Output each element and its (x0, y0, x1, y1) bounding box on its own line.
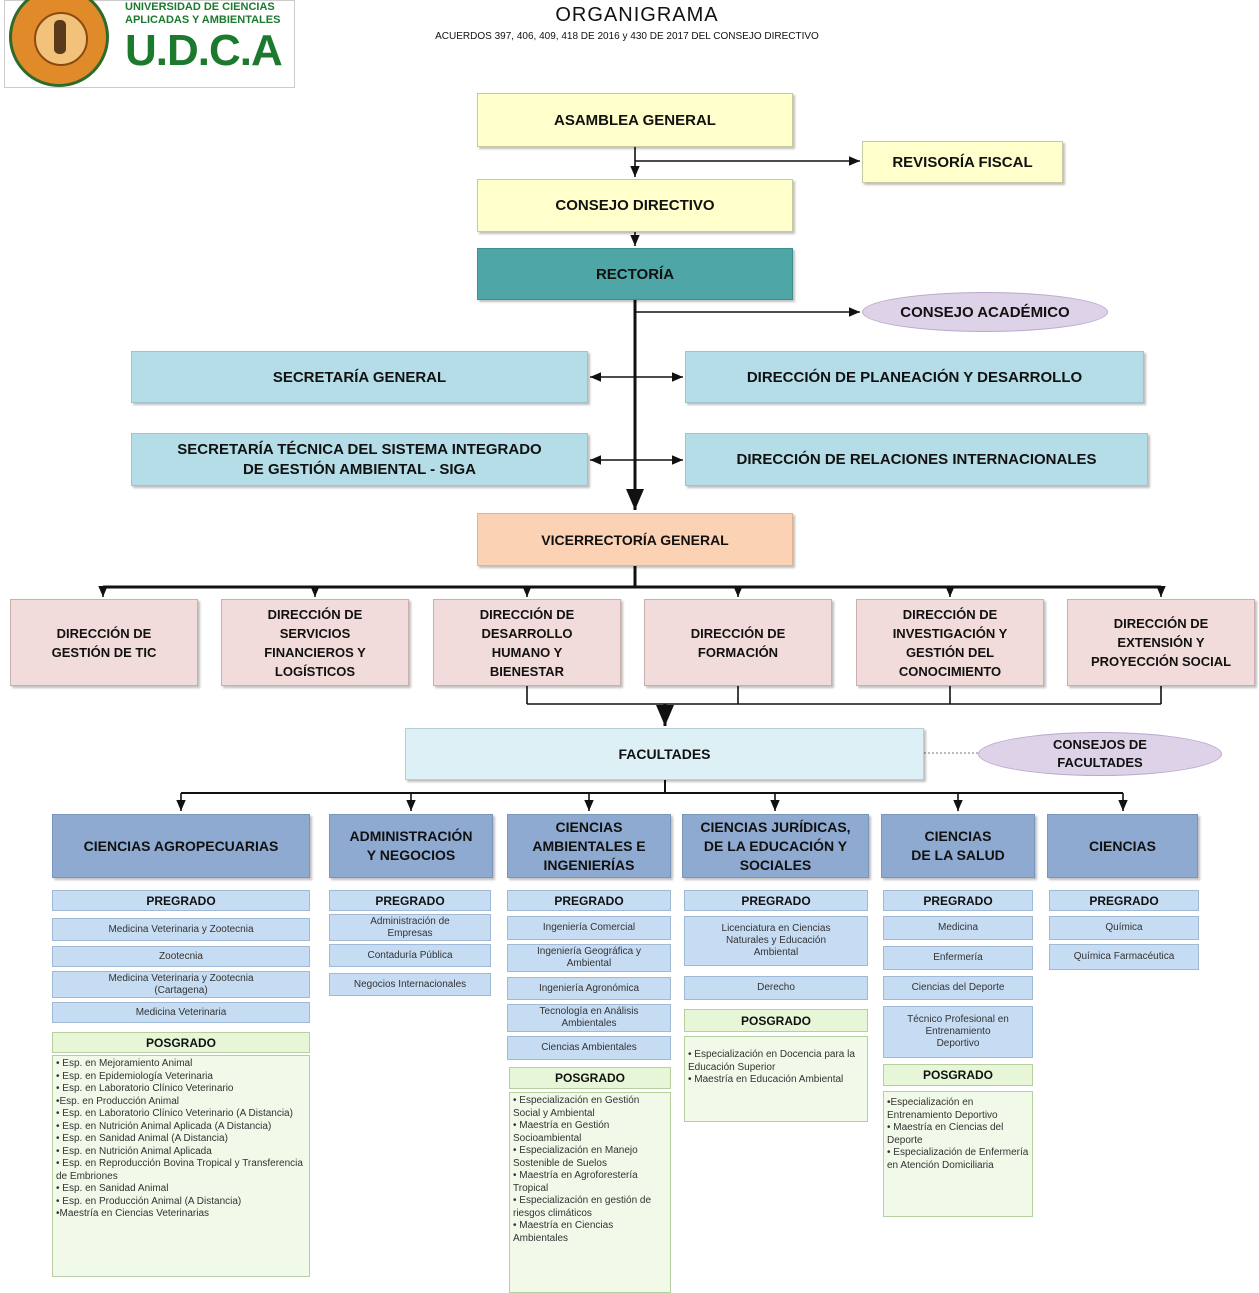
page-subtitle: ACUERDOS 397, 406, 409, 418 DE 2016 y 43… (435, 31, 819, 42)
asamblea-general-box: ASAMBLEA GENERAL (477, 93, 793, 147)
pregrado-header: PREGRADO (52, 890, 310, 911)
consejos-facultades-oval: CONSEJOS DE FACULTADES (978, 732, 1222, 776)
posgrado-header: POSGRADO (509, 1067, 671, 1089)
program-item: Negocios Internacionales (329, 973, 491, 996)
university-logo: UNIVERSIDAD DE CIENCIAS APLICADAS Y AMBI… (4, 0, 295, 88)
posgrado-list: • Especialización en Docencia para la Ed… (684, 1036, 868, 1122)
faculty-juridicas: CIENCIAS JURÍDICAS, DE LA EDUCACIÓN Y SO… (682, 814, 869, 878)
vicerrectoria-general-box: VICERRECTORÍA GENERAL (477, 513, 793, 566)
rectoria-box: RECTORÍA (477, 248, 793, 300)
university-name-line2: APLICADAS Y AMBIENTALES (125, 14, 281, 26)
page-title: ORGANIGRAMA (555, 4, 719, 26)
direccion-investigacion-box: DIRECCIÓN DE INVESTIGACIÓN Y GESTIÓN DEL… (856, 599, 1044, 686)
program-item: Zootecnia (52, 946, 310, 967)
secretaria-general-box: SECRETARÍA GENERAL (131, 351, 588, 403)
program-item: Administración de Empresas (329, 914, 491, 941)
consejo-directivo-box: CONSEJO DIRECTIVO (477, 179, 793, 232)
program-item: Ciencias del Deporte (883, 976, 1033, 1000)
posgrado-header: POSGRADO (883, 1064, 1033, 1086)
posgrado-list: •Especialización en Entrenamiento Deport… (883, 1091, 1033, 1217)
university-name-line1: UNIVERSIDAD DE CIENCIAS (125, 1, 275, 13)
program-item: Tecnología en Análisis Ambientales (507, 1004, 671, 1032)
logo-seal-icon (9, 0, 109, 87)
pregrado-header: PREGRADO (329, 890, 491, 911)
program-item: Química (1049, 916, 1199, 940)
direccion-bienestar-box: DIRECCIÓN DE DESARROLLO HUMANO Y BIENEST… (433, 599, 621, 686)
direccion-financieros-box: DIRECCIÓN DE SERVICIOS FINANCIEROS Y LOG… (221, 599, 409, 686)
faculty-ambientales: CIENCIAS AMBIENTALES E INGENIERÍAS (507, 814, 671, 878)
pregrado-header: PREGRADO (507, 890, 671, 911)
program-item: Medicina Veterinaria y Zootecnia (Cartag… (52, 971, 310, 998)
pregrado-header: PREGRADO (684, 890, 868, 911)
direccion-tic-box: DIRECCIÓN DE GESTIÓN DE TIC (10, 599, 198, 686)
program-item: Enfermería (883, 946, 1033, 970)
posgrado-header: POSGRADO (684, 1009, 868, 1032)
program-item: Derecho (684, 976, 868, 1000)
faculty-salud: CIENCIAS DE LA SALUD (881, 814, 1035, 878)
revisoria-fiscal-box: REVISORÍA FISCAL (862, 141, 1063, 183)
pregrado-header: PREGRADO (883, 890, 1033, 911)
logo-wordmark: U.D.C.A (125, 26, 283, 75)
consejo-academico-oval: CONSEJO ACADÉMICO (862, 292, 1108, 332)
faculty-agropecuarias: CIENCIAS AGROPECUARIAS (52, 814, 310, 878)
direccion-planeacion-box: DIRECCIÓN DE PLANEACIÓN Y DESARROLLO (685, 351, 1144, 403)
program-item: Ciencias Ambientales (507, 1036, 671, 1060)
direccion-extension-box: DIRECCIÓN DE EXTENSIÓN Y PROYECCIÓN SOCI… (1067, 599, 1255, 686)
posgrado-header: POSGRADO (52, 1032, 310, 1053)
faculty-ciencias: CIENCIAS (1047, 814, 1198, 878)
program-item: Contaduría Pública (329, 944, 491, 967)
program-item: Medicina Veterinaria (52, 1002, 310, 1023)
program-item: Técnico Profesional en Entrenamiento Dep… (883, 1006, 1033, 1058)
program-item: Ingeniería Agronómica (507, 977, 671, 1000)
program-item: Licenciatura en Ciencias Naturales y Edu… (684, 916, 868, 966)
pregrado-header: PREGRADO (1049, 890, 1199, 911)
program-item: Química Farmacéutica (1049, 944, 1199, 970)
program-item: Ingeniería Comercial (507, 916, 671, 940)
direccion-formacion-box: DIRECCIÓN DE FORMACIÓN (644, 599, 832, 686)
program-item: Medicina (883, 916, 1033, 940)
program-item: Ingeniería Geográfica y Ambiental (507, 944, 671, 972)
program-item: Medicina Veterinaria y Zootecnia (52, 918, 310, 941)
secretaria-siga-box: SECRETARÍA TÉCNICA DEL SISTEMA INTEGRADO… (131, 433, 588, 486)
faculty-administracion: ADMINISTRACIÓN Y NEGOCIOS (329, 814, 493, 878)
posgrado-list: • Especialización en Gestión Social y Am… (509, 1092, 671, 1293)
posgrado-list: • Esp. en Mejoramiento Animal • Esp. en … (52, 1055, 310, 1277)
facultades-box: FACULTADES (405, 728, 924, 780)
direccion-relaciones-box: DIRECCIÓN DE RELACIONES INTERNACIONALES (685, 433, 1148, 486)
